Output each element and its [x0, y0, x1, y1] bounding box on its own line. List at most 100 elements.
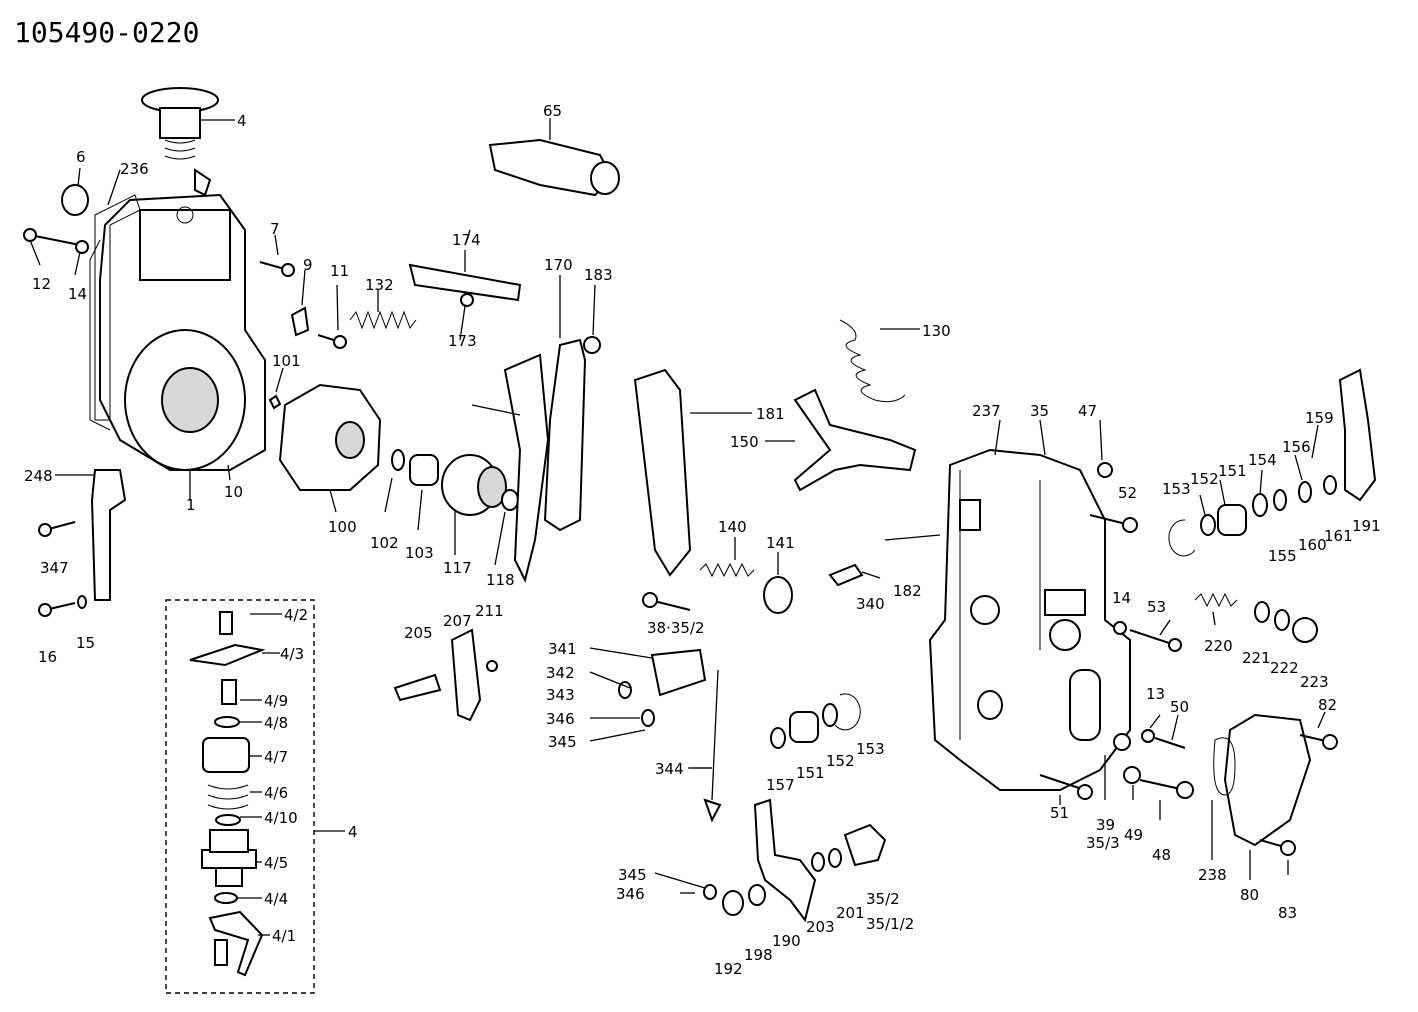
label-14-b: 14: [1112, 589, 1131, 607]
key-205-part: [393, 673, 442, 702]
leader-lines: [29, 169, 1326, 936]
washer-198-part: [748, 884, 766, 906]
spring-130-part: [839, 319, 920, 403]
label-50: 50: [1170, 698, 1189, 716]
sub-assembly-box: [165, 599, 315, 994]
label-152-b: 152: [826, 752, 855, 770]
label-174: 174: [452, 231, 481, 249]
label-4-2: 4/2: [284, 606, 308, 624]
label-341: 341: [548, 640, 577, 658]
label-153-b: 153: [856, 740, 885, 758]
part-340: [828, 563, 881, 587]
gasket-238-part: [1213, 737, 1236, 796]
label-345: 345: [548, 733, 577, 751]
label-157: 157: [766, 776, 795, 794]
nut-13-part: [1141, 729, 1155, 743]
washer-4-8-part: [214, 716, 240, 728]
washer-222-part: [1274, 609, 1290, 631]
label-102: 102: [370, 534, 399, 552]
label-1: 1: [186, 496, 196, 514]
label-82: 82: [1318, 696, 1337, 714]
screw-347-part: [38, 521, 76, 537]
clip-211-part: [486, 660, 498, 672]
spring-4-6-part: [207, 784, 249, 810]
label-9: 9: [303, 256, 313, 274]
label-342: 342: [546, 664, 575, 682]
bolt-82-part: [1299, 734, 1338, 750]
spring-132-part: [349, 290, 417, 330]
label-152: 152: [1190, 470, 1219, 488]
sleeve-151-part: [1217, 504, 1247, 536]
pin-101-part: [268, 367, 284, 410]
label-248: 248: [24, 467, 53, 485]
label-220: 220: [1204, 637, 1233, 655]
sleeve-151b-part: [789, 711, 819, 743]
bushing-4-9-part: [221, 679, 237, 705]
nut-141-part: [763, 552, 793, 614]
top-assembly-4-part: [141, 87, 235, 197]
pump-body-part: [928, 448, 1131, 791]
label-183: 183: [584, 266, 613, 284]
bolt-48-part: [1139, 779, 1194, 799]
nut-183-part: [583, 284, 601, 354]
ring-4-10-part: [215, 814, 241, 826]
washer-201-part: [828, 848, 842, 868]
label-151: 151: [1218, 462, 1247, 480]
screw-16-part: [38, 602, 76, 617]
label-4-8: 4/8: [264, 714, 288, 732]
label-4-10: 4/10: [264, 809, 298, 827]
label-103: 103: [405, 544, 434, 562]
label-205: 205: [404, 624, 433, 642]
label-14: 14: [68, 285, 87, 303]
bearing-117-part: [441, 454, 507, 555]
governor-housing-part: [89, 193, 266, 471]
label-53: 53: [1147, 598, 1166, 616]
plug-223-part: [1292, 617, 1318, 643]
label-160: 160: [1298, 536, 1327, 554]
bracket-9-part: [290, 269, 310, 337]
label-83: 83: [1278, 904, 1297, 922]
linkage-341-part: [650, 648, 707, 697]
ring-161-part: [1323, 475, 1337, 495]
label-201: 201: [836, 904, 865, 922]
plate-4-3-part: [189, 643, 266, 667]
label-170: 170: [544, 256, 573, 274]
lever-150-part: [765, 388, 917, 492]
label-161: 161: [1324, 527, 1353, 545]
screw-52-part: [1089, 514, 1138, 533]
label-11: 11: [330, 262, 349, 280]
label-4-sub: 4: [348, 823, 358, 841]
label-4-1: 4/1: [272, 927, 296, 945]
label-190: 190: [772, 932, 801, 950]
label-130: 130: [922, 322, 951, 340]
ring-153-part: [1168, 519, 1196, 557]
label-35-2: 35/2: [866, 890, 900, 908]
label-343: 343: [546, 686, 575, 704]
bolt-83-part: [1259, 839, 1296, 856]
screw-11-part: [317, 284, 347, 349]
bolt-51-part: [1039, 774, 1093, 800]
label-182: 182: [893, 582, 922, 600]
label-80: 80: [1240, 886, 1259, 904]
label-237: 237: [972, 402, 1001, 420]
flyweight-100-part: [278, 383, 382, 513]
cap-4-7-part: [202, 737, 250, 773]
label-101: 101: [272, 352, 301, 370]
label-344: 344: [655, 760, 684, 778]
label-35-3: 35/3: [1086, 834, 1120, 852]
bracket-248-part: [55, 469, 127, 601]
label-35: 35: [1030, 402, 1049, 420]
label-192: 192: [714, 960, 743, 978]
label-49: 49: [1124, 826, 1143, 844]
ring-152-part: [1200, 514, 1216, 536]
ring-155-part: [1273, 489, 1287, 511]
lever-207-part: [450, 628, 482, 722]
washer-102-part: [384, 449, 405, 513]
screw-220-part: [1194, 592, 1238, 608]
label-7: 7: [270, 220, 280, 238]
label-13: 13: [1146, 685, 1165, 703]
label-340: 340: [856, 595, 885, 613]
label-159: 159: [1305, 409, 1334, 427]
label-35-1-2: 35/1/2: [866, 915, 914, 933]
